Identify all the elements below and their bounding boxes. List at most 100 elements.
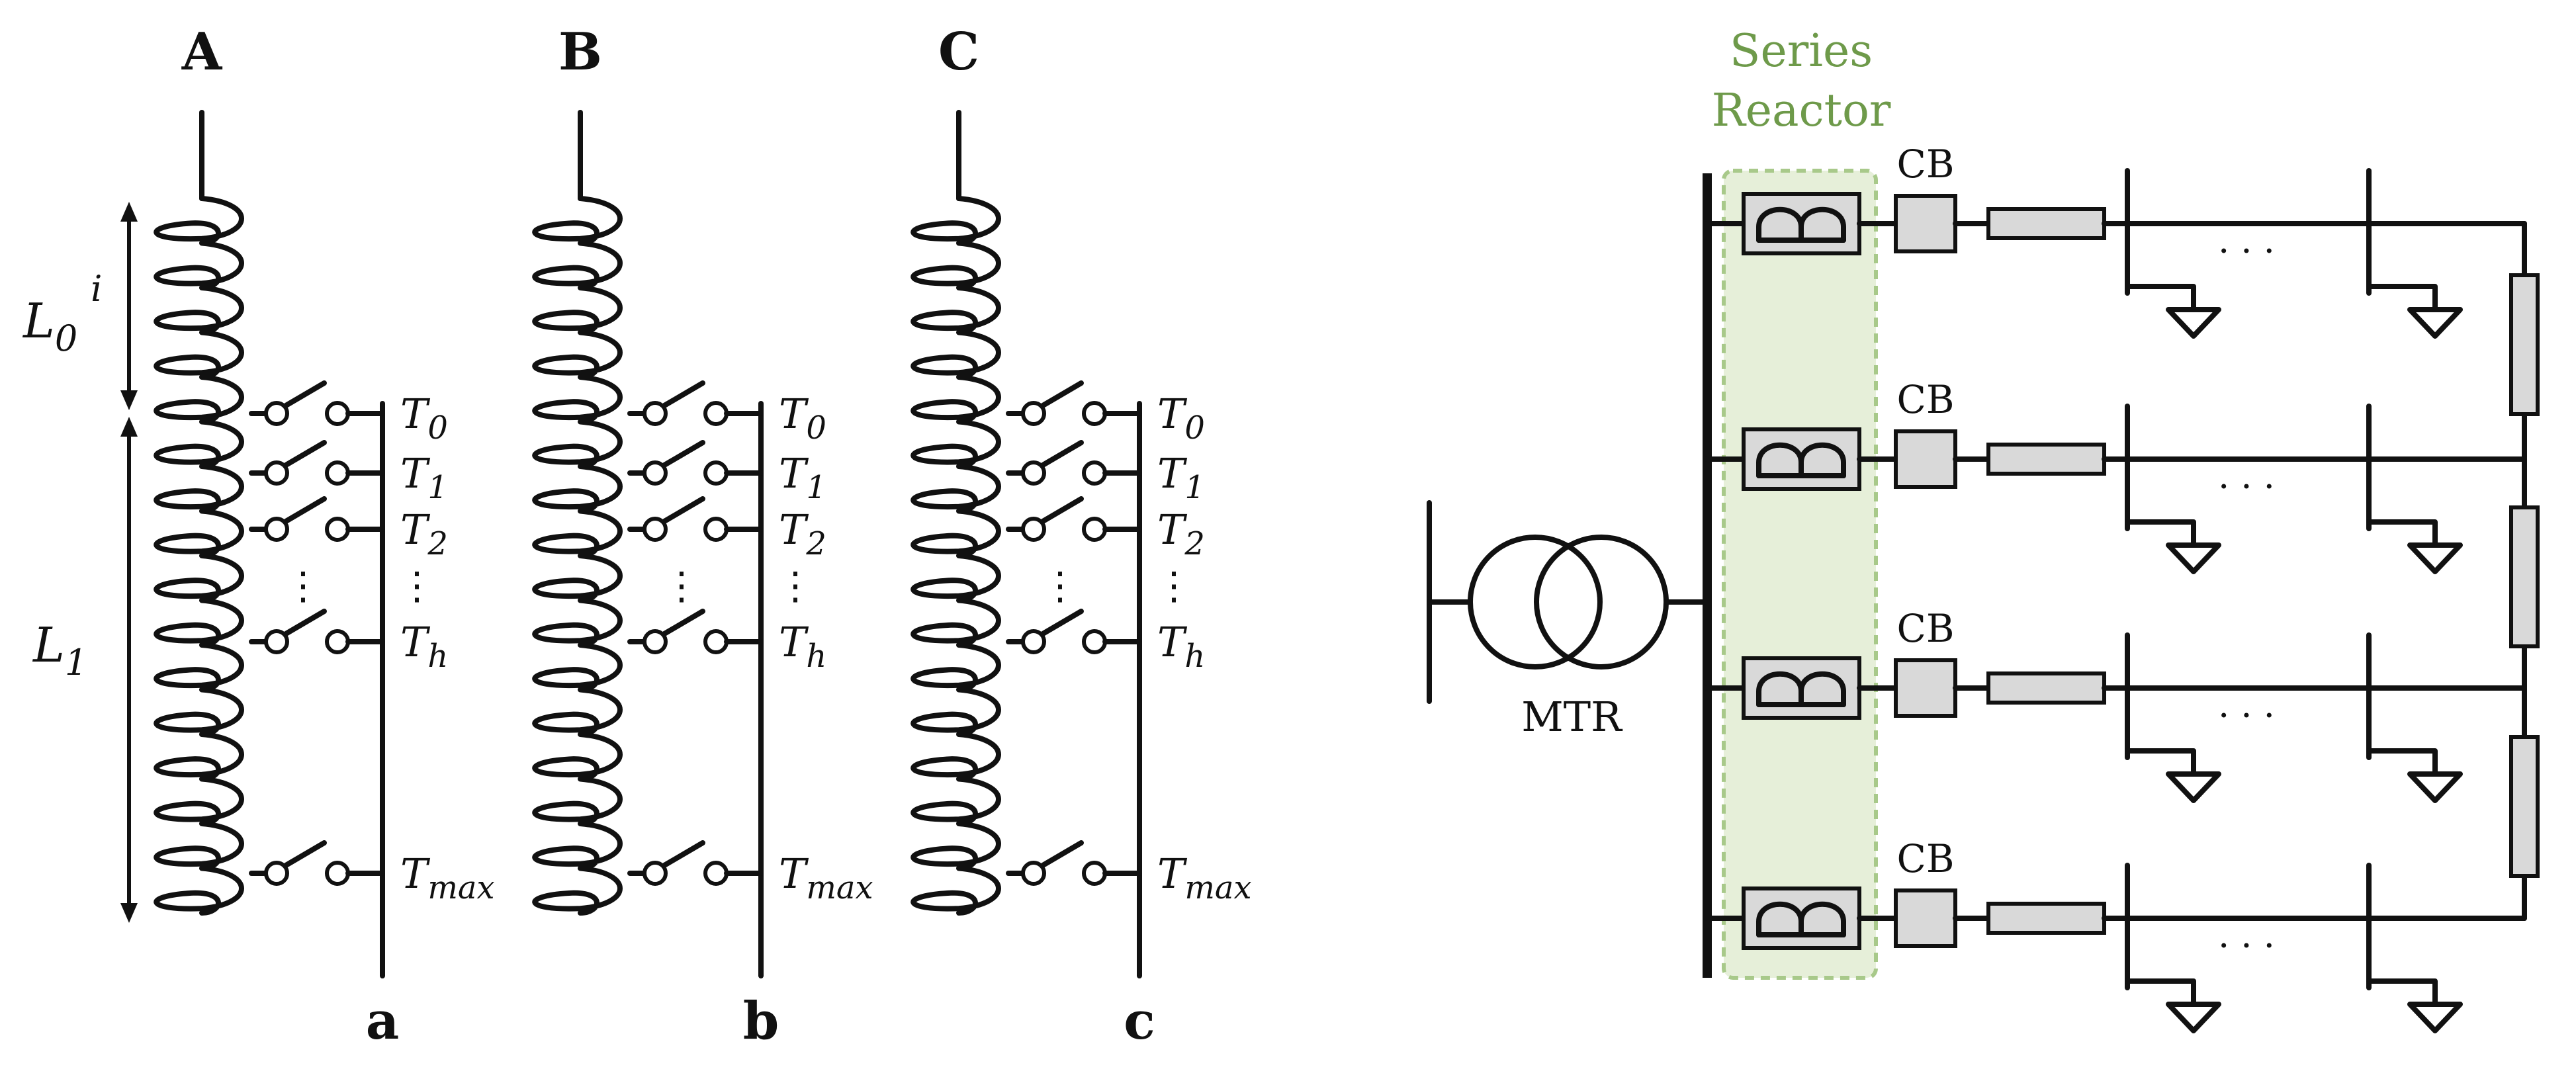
transformer-label: MTR (1521, 693, 1623, 741)
ellipsis-0: ⋮ (284, 563, 322, 608)
main-transformer: MTR (1427, 500, 1710, 741)
tap-switch-1: T1 (249, 440, 448, 506)
tap-switch-0: T0 (627, 380, 826, 447)
load-icon (2166, 307, 2221, 339)
load-bus-1 (2125, 863, 2221, 1033)
tap-label-1: T1 (1157, 449, 1205, 506)
ellipsis-1: ⋮ (1155, 563, 1193, 608)
phase-b-output-label: b (743, 991, 779, 1051)
circuit-breaker (1894, 658, 1957, 718)
series-reactor-label-line2: Reactor (1712, 85, 1891, 137)
coil-winding (154, 196, 244, 916)
tie-line-impedance (2509, 735, 2540, 878)
tie-line-impedance (2509, 505, 2540, 648)
phase-a-output-label: a (366, 991, 400, 1051)
tap-switch-0: T0 (1006, 380, 1205, 447)
circuit-breaker (1894, 194, 1957, 253)
load-bus-2 (2366, 168, 2463, 339)
ellipsis-1: ⋮ (776, 563, 815, 608)
tie-line-impedance (2509, 273, 2540, 416)
load-icon (2166, 542, 2221, 574)
tap-label-4: Tmax (400, 849, 495, 906)
l0-label: L0i (22, 268, 102, 359)
tap-switch-3: Th (1006, 609, 1205, 675)
l1-label: L1 (32, 617, 87, 683)
tap-switch-2: T2 (249, 496, 448, 562)
tap-label-2: T2 (400, 505, 448, 562)
tap-label-4: Tmax (1157, 849, 1252, 906)
line-impedance (1986, 207, 2106, 240)
load-bus-1 (2125, 632, 2221, 803)
tap-label-0: T0 (400, 390, 448, 447)
feeder-3: CB· · · (1705, 606, 2527, 803)
feeder-dots: · · · (2218, 925, 2275, 967)
tap-switch-3: Th (627, 609, 826, 675)
load-bus-2 (2366, 404, 2463, 574)
tap-label-3: Th (400, 618, 448, 675)
tap-label-0: T0 (1157, 390, 1205, 447)
distribution-diagram: Series Reactor MTR CB· · ·CB· · ·CB· · ·… (1427, 25, 2540, 1033)
load-icon (2407, 771, 2463, 803)
series-reactor-label-line1: Series (1730, 25, 1873, 77)
circuit-breaker-label: CB (1897, 142, 1955, 187)
feeder-1: CB · · · (1705, 142, 2527, 339)
tap-switch-4: Tmax (627, 840, 873, 906)
phase-c-output-label: c (1124, 991, 1155, 1051)
inductance-dimension-arrows (120, 202, 138, 923)
circuit-breaker (1894, 429, 1957, 489)
tap-label-3: Th (779, 618, 826, 675)
tap-switch-4: Tmax (249, 840, 495, 906)
phase-b-label: B (558, 22, 602, 82)
tap-switch-2: T2 (1006, 496, 1205, 562)
coil-winding (910, 196, 1001, 916)
ellipsis-0: ⋮ (662, 563, 701, 608)
feeder-2: CB· · · (1705, 377, 2527, 574)
phase-c-label: C (938, 22, 979, 82)
feeder-4: CB · · · (1705, 836, 2527, 1033)
load-bus-1 (2125, 168, 2221, 339)
tap-label-1: T1 (779, 449, 826, 506)
tap-switch-0: T0 (249, 380, 448, 447)
phase-a-label: A (181, 22, 223, 82)
tap-label-1: T1 (400, 449, 448, 506)
circuit-breaker (1894, 888, 1957, 948)
load-icon (2407, 542, 2463, 574)
tap-switch-4: Tmax (1006, 840, 1252, 906)
circuit-breaker-label: CB (1897, 377, 1955, 422)
tap-switch-3: Th (249, 609, 448, 675)
feeder-dots: · · · (2218, 230, 2275, 272)
tap-switch-1: T1 (627, 440, 826, 506)
load-bus-2 (2366, 863, 2463, 1033)
tap-switch-1: T1 (1006, 440, 1205, 506)
ellipsis-1: ⋮ (398, 563, 436, 608)
ellipsis-0: ⋮ (1041, 563, 1079, 608)
load-icon (2407, 307, 2463, 339)
tap-switch-2: T2 (627, 496, 826, 562)
load-icon (2407, 1002, 2463, 1033)
circuit-breaker-label: CB (1897, 836, 1955, 881)
tap-label-4: Tmax (779, 849, 873, 906)
line-impedance (1986, 902, 2106, 935)
feeders: CB· · ·CB· · ·CB· · ·CB· · · (1705, 142, 2527, 1033)
series-reactor (1742, 656, 1861, 720)
coil-winding (532, 196, 623, 916)
load-icon (2166, 1002, 2221, 1033)
ring-tie (2509, 221, 2540, 921)
line-impedance (1986, 671, 2106, 705)
tap-label-2: T2 (1157, 505, 1205, 562)
tap-label-3: Th (1157, 618, 1205, 675)
tap-label-2: T2 (779, 505, 826, 562)
load-bus-2 (2366, 632, 2463, 803)
series-reactor-highlight (1722, 169, 1878, 980)
load-bus-1 (2125, 404, 2221, 574)
circuit-breaker-label: CB (1897, 606, 1955, 651)
load-icon (2166, 771, 2221, 803)
line-impedance (1986, 443, 2106, 476)
